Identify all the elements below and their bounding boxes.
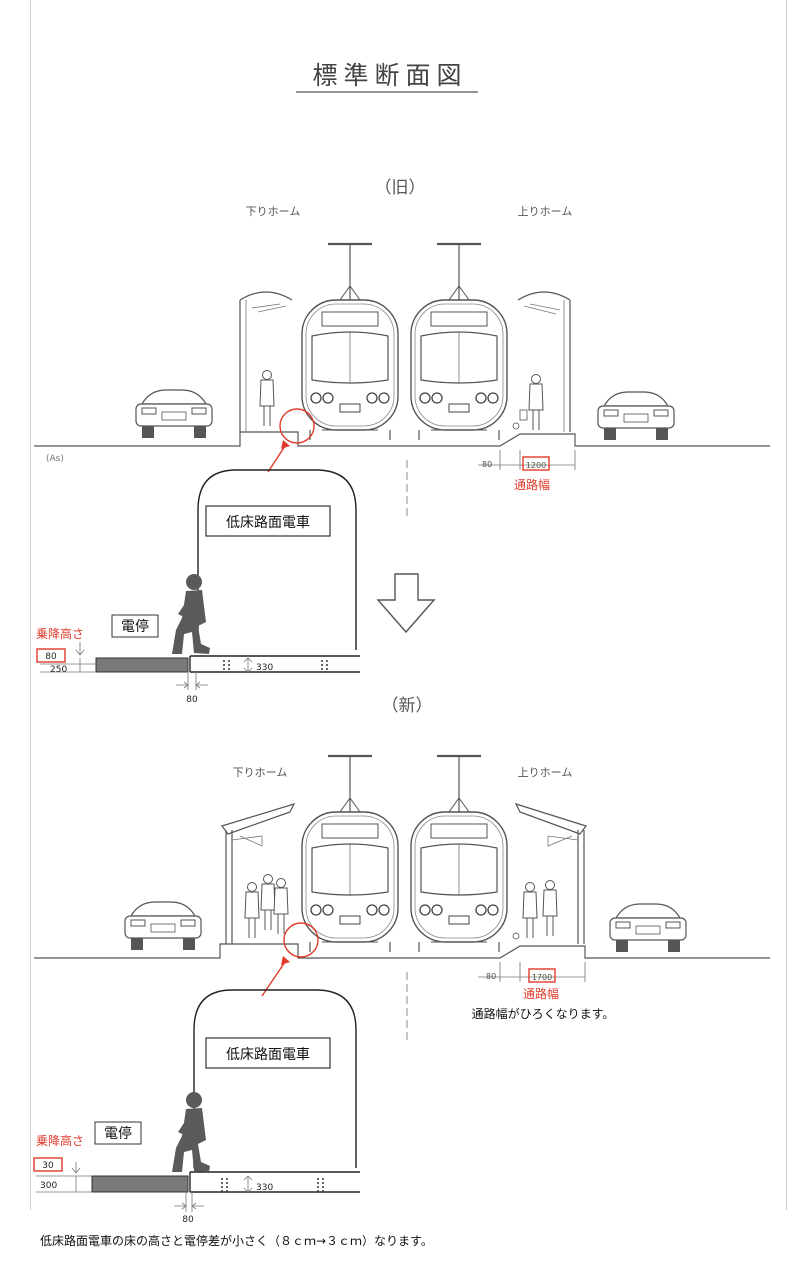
new-dim-80: 80 bbox=[486, 972, 496, 981]
old-stop-height: 250 bbox=[50, 665, 67, 675]
old-pavement-label: (As) bbox=[46, 454, 64, 464]
old-dim-80: 80 bbox=[482, 460, 492, 469]
old-gap: 80 bbox=[186, 695, 198, 705]
old-section-label: （旧） bbox=[375, 178, 426, 198]
old-detail-drawing bbox=[36, 469, 360, 690]
old-passage-label: 通路幅 bbox=[514, 477, 550, 492]
diagram-title: 標準断面図 bbox=[312, 61, 467, 90]
new-floor-height: 330 bbox=[256, 1183, 273, 1193]
new-passage-label: 通路幅 bbox=[523, 986, 559, 1001]
old-platform-down-label: 下りホーム bbox=[246, 205, 301, 218]
old-car-label: 低床路面電車 bbox=[226, 514, 310, 531]
new-stop-label: 電停 bbox=[104, 1125, 132, 1142]
old-floor-height: 330 bbox=[256, 663, 273, 673]
new-stop-height: 300 bbox=[40, 1181, 57, 1191]
new-section-label: （新） bbox=[382, 696, 433, 716]
bottom-caption: 低床路面電車の床の高さと電停差が小さく（８ｃｍ→３ｃｍ）なります。 bbox=[40, 1233, 433, 1248]
new-boarding-height: 30 bbox=[42, 1161, 54, 1171]
new-passage-note: 通路幅がひろくなります。 bbox=[472, 1006, 615, 1021]
new-detail-drawing bbox=[33, 989, 360, 1212]
old-boarding-height: 80 bbox=[45, 652, 57, 662]
old-passage-width: 1200 bbox=[526, 461, 546, 470]
old-platform-up-label: 上りホーム bbox=[518, 205, 573, 218]
new-car-label: 低床路面電車 bbox=[226, 1046, 310, 1063]
new-street-drawing bbox=[34, 754, 770, 1040]
transition-arrow-icon bbox=[376, 573, 436, 634]
new-platform-down-label: 下りホーム bbox=[233, 766, 288, 779]
old-boarding-height-label: 乗降高さ bbox=[36, 626, 84, 641]
old-street-drawing bbox=[34, 242, 770, 520]
new-platform-up-label: 上りホーム bbox=[518, 766, 573, 779]
drawing-sheet bbox=[30, 0, 787, 1210]
new-gap: 80 bbox=[182, 1215, 194, 1225]
new-passage-width: 1700 bbox=[532, 973, 552, 982]
new-boarding-height-label: 乗降高さ bbox=[36, 1133, 84, 1148]
old-stop-label: 電停 bbox=[121, 618, 149, 635]
